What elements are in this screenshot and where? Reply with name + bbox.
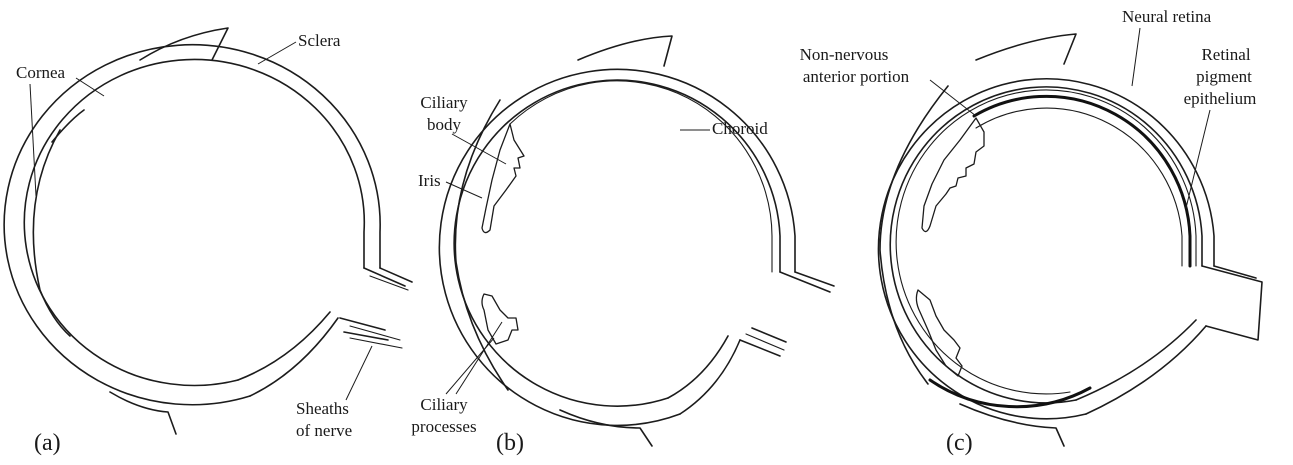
leader-sheaths <box>346 346 372 400</box>
leader-ciliary-processes-2 <box>456 322 502 394</box>
panel-a-top-flap <box>140 28 228 60</box>
panel-c-label: (c) <box>946 430 973 456</box>
label-non-nervous-line1: Non-nervous <box>800 45 889 64</box>
label-ciliary-body-line2: body <box>427 115 462 134</box>
panel-b-nerve-upper <box>780 272 834 292</box>
panel-b-top-flap <box>578 36 672 66</box>
panel-b-bottom-flap <box>560 410 652 446</box>
panel-a-sclera-outer <box>4 45 380 405</box>
panel-c-bottom-flap <box>960 404 1064 446</box>
panel-b-choroid <box>510 81 772 272</box>
panel-c-neural-retina <box>976 108 1182 266</box>
panel-c-top-flap <box>976 34 1076 64</box>
panel-b-nerve-sheath <box>746 334 784 350</box>
label-rpe-line1: Retinal <box>1201 45 1250 64</box>
label-non-nervous-line2: anterior portion <box>803 67 910 86</box>
panel-b-lower-wall <box>668 336 740 414</box>
panel-a-lower-wall <box>238 312 338 396</box>
panel-b-nerve-lower <box>740 328 786 356</box>
panel-c-ciliary-upper <box>922 118 984 232</box>
panel-b-iris-upper <box>482 124 524 233</box>
leader-sclera <box>258 42 296 64</box>
panel-a-sclera-inner <box>24 59 364 385</box>
label-ciliary-processes-line1: Ciliary <box>420 395 468 414</box>
panel-a-label: (a) <box>34 430 61 456</box>
label-neural-retina: Neural retina <box>1122 7 1212 26</box>
label-sclera: Sclera <box>298 31 341 50</box>
panel-c-rpe-lower <box>930 380 1090 407</box>
panel-a: Cornea Sclera Sheaths of nerve (a) <box>4 28 412 456</box>
label-ciliary-processes-line2: processes <box>411 417 476 436</box>
leader-neural-retina <box>1132 28 1140 86</box>
panel-c-nerve <box>1202 266 1262 340</box>
label-ciliary-body-line1: Ciliary <box>420 93 468 112</box>
label-iris: Iris <box>418 171 441 190</box>
panel-b-cornea <box>455 100 508 390</box>
label-sheaths-line1: Sheaths <box>296 399 349 418</box>
panel-b-label: (b) <box>496 430 524 456</box>
panel-c: Non-nervous anterior portion Neural reti… <box>800 7 1262 456</box>
leader-iris <box>446 182 482 198</box>
panel-a-cornea <box>33 130 70 336</box>
label-choroid: Choroid <box>712 119 768 138</box>
panel-a-nerve-lower <box>340 318 388 340</box>
panel-b-iris-lower <box>482 294 518 344</box>
label-cornea: Cornea <box>16 63 66 82</box>
panel-c-lower-wall <box>1076 320 1206 414</box>
panel-c-choroid <box>896 90 1196 394</box>
label-rpe-line2: pigment <box>1196 67 1252 86</box>
label-rpe-line3: epithelium <box>1184 89 1257 108</box>
panel-a-nerve-sheath-lower <box>350 326 402 348</box>
panel-b: Ciliary body Iris Choroid Ciliary proces… <box>411 36 834 456</box>
label-sheaths-line2: of nerve <box>296 421 352 440</box>
